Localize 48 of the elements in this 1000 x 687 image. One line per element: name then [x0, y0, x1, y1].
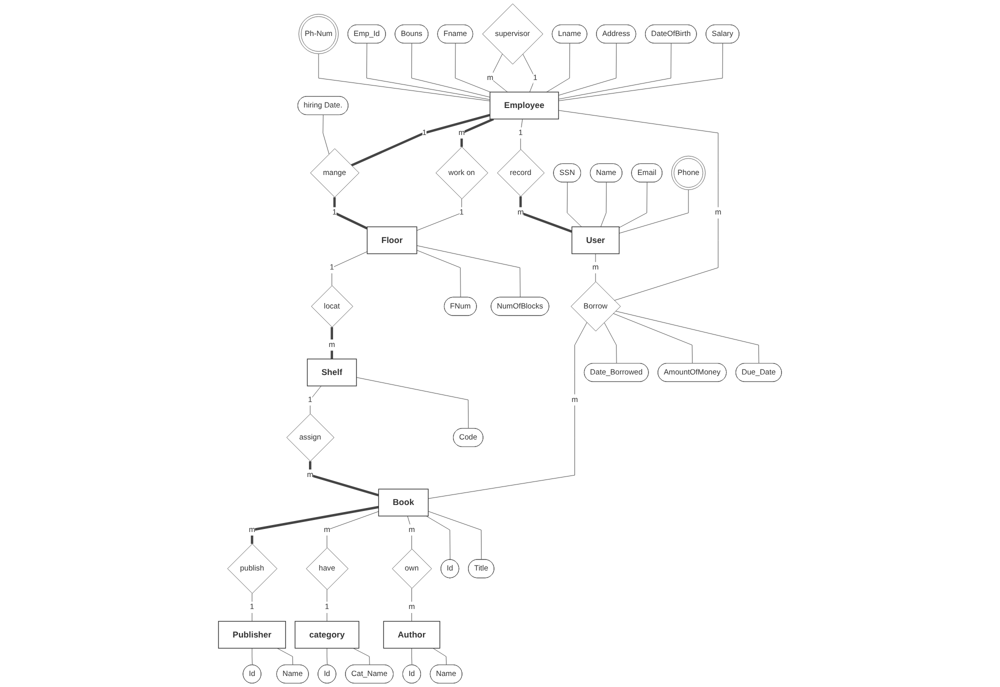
node-box: User — [572, 226, 620, 254]
connector — [558, 110, 718, 301]
connector — [326, 511, 379, 548]
connector — [416, 198, 462, 231]
node-box: Employee — [490, 92, 559, 120]
connector — [366, 43, 490, 100]
connector — [333, 197, 368, 230]
connector — [252, 648, 253, 666]
node-box: Book — [378, 488, 429, 516]
connector — [558, 43, 723, 102]
connector — [558, 43, 617, 96]
connector — [411, 648, 412, 666]
node-box: Floor — [366, 226, 418, 254]
connector — [250, 506, 379, 544]
connector — [326, 648, 328, 666]
connector — [428, 322, 588, 499]
node-box: Publisher — [218, 620, 286, 649]
connector — [432, 648, 447, 666]
connector — [595, 254, 596, 282]
connector — [604, 322, 617, 364]
connector — [612, 313, 693, 364]
connector — [546, 43, 570, 92]
connector — [428, 511, 482, 560]
node-box: Shelf — [306, 358, 357, 386]
connector — [416, 250, 461, 298]
connector — [454, 43, 491, 92]
connector — [460, 118, 494, 147]
connector — [310, 386, 322, 414]
node-box: category — [294, 620, 360, 649]
connector — [332, 251, 368, 286]
connector — [350, 114, 490, 167]
node-box: Author — [383, 620, 440, 649]
connector — [618, 190, 689, 234]
connector — [519, 196, 572, 233]
connector — [411, 43, 490, 98]
connector — [353, 648, 370, 666]
connector — [600, 182, 607, 228]
connector — [558, 43, 672, 100]
connector — [566, 182, 582, 228]
connector — [322, 114, 330, 154]
connector — [318, 54, 490, 102]
connector — [356, 377, 469, 429]
connector — [411, 588, 412, 622]
connector — [276, 648, 294, 666]
connector — [416, 245, 520, 298]
connector — [522, 54, 536, 92]
connector — [308, 461, 379, 496]
connector — [615, 310, 760, 364]
